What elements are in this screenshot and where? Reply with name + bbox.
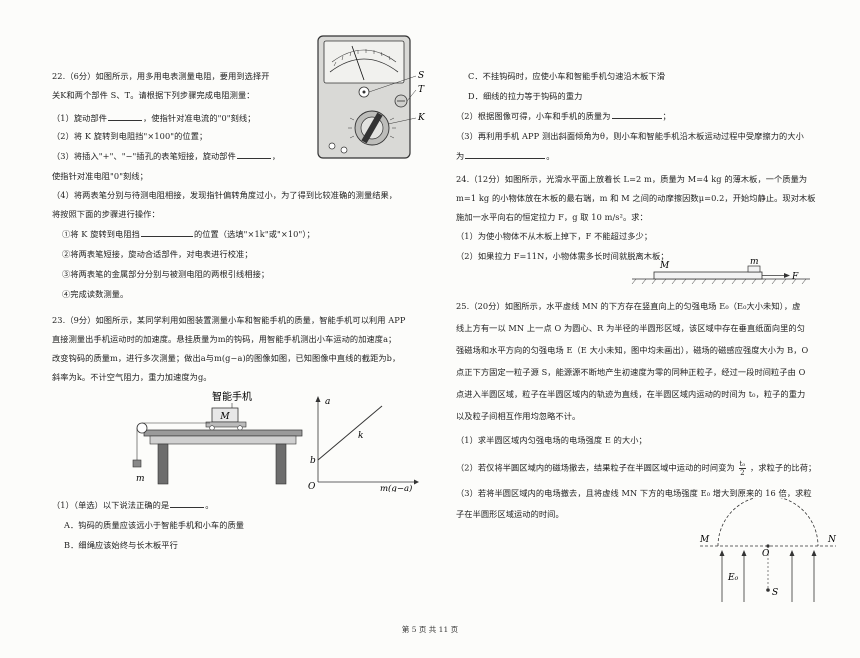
smart-phone-label: 智能手机	[212, 390, 252, 403]
source-s-label: S	[772, 588, 778, 598]
cart-mass-label: M	[219, 412, 230, 422]
q22-line-8: 将按照下面的步骤进行操作：	[52, 209, 160, 219]
q22-step-4: ④完成读数测量。	[62, 289, 129, 299]
cart-apparatus-figure: 智能手机 M 钩码 m	[132, 390, 303, 485]
answer-blank	[108, 112, 143, 121]
q24-line-3: 施加一水平向右的恒定拉力 F，g 取 10 m/s²。求：	[456, 212, 648, 222]
field-e0-label: E₀	[727, 573, 739, 583]
q22-line-7: （4）将两表笔分别与待测电阻相接，发现指针偏转角度过小，为了得到比较准确的测量结…	[52, 190, 398, 200]
board-mass-label: M	[659, 261, 670, 271]
q25-line-6: 以及粒子间相互作用均忽略不计。	[456, 411, 581, 421]
point-m-label: M	[699, 535, 710, 545]
q25-sub-2: （2）若仅将半圆区域内的磁场撤去，结果粒子在半圆区域中运动的时间变为 t₀ 2 …	[456, 460, 817, 477]
q22-line-5: （3）将插入"+"、"−"插孔的表笔短接，旋动部件，	[52, 150, 281, 161]
q22-line-1: 22.（6分）如图所示，用多用电表测量电阻，要用到选择开	[52, 71, 270, 81]
q22-line-2: 关K和两个部件 S、T。请根据下列步骤完成电阻测量：	[52, 90, 255, 100]
fraction-t0-over-2: t₀ 2	[738, 460, 747, 477]
axis-y-label: a	[325, 397, 330, 407]
origin-label: O	[308, 482, 316, 492]
q25-line-3: 强磁场和水平方向的匀强电场 E（E 大小未知，图中均未画出），磁场的磁感应强度大…	[456, 345, 809, 355]
q23-sub-2: （2）根据图像可得，小车和手机的质量为；	[456, 110, 671, 121]
answer-blank	[611, 110, 662, 119]
q22-step-1: ①将 K 旋转到电阻挡的位置（选填"×1k"或"×10"）；	[62, 228, 315, 239]
q22-step-3: ③将两表笔的金属部分分别与被测电阻的两根引线相接；	[62, 269, 270, 279]
q23-line-3: 改变钩码的质量m，进行多次测量；做出a与m(g−a)的图像如图，已知图像中直线的…	[52, 353, 401, 363]
q23-line-1: 23.（9分）如图所示，某同学利用如图装置测量小车和智能手机的质量，智能手机可以…	[52, 315, 406, 325]
answer-blank	[236, 150, 271, 159]
q23-line-4: 斜率为k。不计空气阻力，重力加速度为g。	[52, 372, 212, 382]
q23-option-b: B．细绳应该始终与长木板平行	[64, 540, 178, 550]
q24-line-4: （1）为使小物体不从木板上掉下，F 不能超过多少；	[456, 231, 653, 241]
a-vs-mga-graph: a k b O m(g−a)	[308, 396, 419, 492]
q25-line-2: 线上方有一以 MN 上一点 O 为圆心、R 为半径的半圆形区域，该区域中存在垂直…	[456, 323, 805, 333]
point-n-label: N	[827, 535, 837, 545]
force-label: F	[791, 272, 799, 282]
q23-sub-1: （1）（单选）以下说法正确的是。	[52, 499, 214, 510]
q22-line-6: 使指针对准电阻"0"刻线；	[52, 171, 148, 181]
q24-line-1: 24.（12分）如图所示，光滑水平面上放着长 L=2 m，质量为 M=4 kg …	[456, 174, 808, 184]
q24-line-2: m=1 kg 的小物体放在木板的最右端，m 和 M 之间的动摩擦因数μ=0.2，…	[456, 193, 816, 203]
board-block-figure: M m F	[631, 257, 810, 285]
q22-line-4: （2）将 K 旋转到电阻挡"×100"的位置；	[52, 131, 208, 141]
q22-line-3: （1）旋动部件，使指针对准电流的"0"刻线；	[52, 112, 256, 123]
q23-option-d: D．细线的拉力等于钩码的重力	[468, 91, 583, 101]
q22-step-2: ②将两表笔短接，旋动合适部件，对电表进行校准；	[62, 249, 253, 259]
q23-line-2: 直接测量出手机运动时的加速度。悬挂质量为m的钩码，用智能手机测出小车运动的加速度…	[52, 334, 397, 344]
q23-sub-3-cont: 为。	[456, 150, 555, 161]
axis-x-label: m(g−a)	[380, 483, 412, 492]
label-s: S	[418, 71, 424, 81]
q25-sub-3-cont: 子在半圆形区域运动的时间。	[456, 509, 564, 519]
slope-label: k	[358, 431, 363, 441]
q25-line-5: 点进入半圆区域，粒子在半圆区域内的轨迹为直线，在半圆区域内运动的时间为 t₀，粒…	[456, 389, 806, 399]
q23-option-a: A．钩码的质量应该远小于智能手机和小车的质量	[64, 520, 245, 530]
q23-sub-3: （3）再利用手机 APP 测出斜面倾角为θ，则小车和智能手机沿木板运动过程中受摩…	[456, 131, 804, 141]
center-o-label: O	[762, 549, 770, 559]
q25-line-4: 点正下方固定一粒子源 S，能源源不断地产生初速度为零的同种正粒子，经过一段时间粒…	[456, 367, 806, 377]
answer-blank	[170, 499, 205, 508]
block-mass-label: m	[750, 257, 759, 267]
label-t: T	[418, 85, 425, 95]
answer-blank	[465, 150, 546, 159]
page-footer: 第 5 页 共 11 页	[401, 625, 459, 634]
multimeter-figure: S T K	[317, 35, 426, 159]
q24-line-5: （2）如果拉力 F=11N，小物体需多长时间就脱离木板；	[456, 251, 669, 261]
q25-sub-3: （3）若将半圆区域内的电场撤去，且将虚线 MN 下方的电场强度 E₀ 增大到原来…	[456, 488, 812, 498]
answer-blank	[140, 228, 193, 237]
q25-line-1: 25.（20分）如图所示，水平虚线 MN 的下方存在竖直向上的匀强电场 E₀（E…	[456, 301, 801, 311]
q23-option-c: C．不挂钩码时，应使小车和智能手机匀速沿木板下滑	[468, 71, 665, 81]
q25-sub-1: （1）求半圆区域内匀强电场的电场强度 E 的大小；	[456, 435, 647, 445]
label-k: K	[417, 113, 426, 123]
intercept-label: b	[310, 456, 316, 466]
semicircle-field-figure: M N O S E₀	[699, 498, 837, 602]
hook-mass-label: m	[136, 474, 145, 484]
